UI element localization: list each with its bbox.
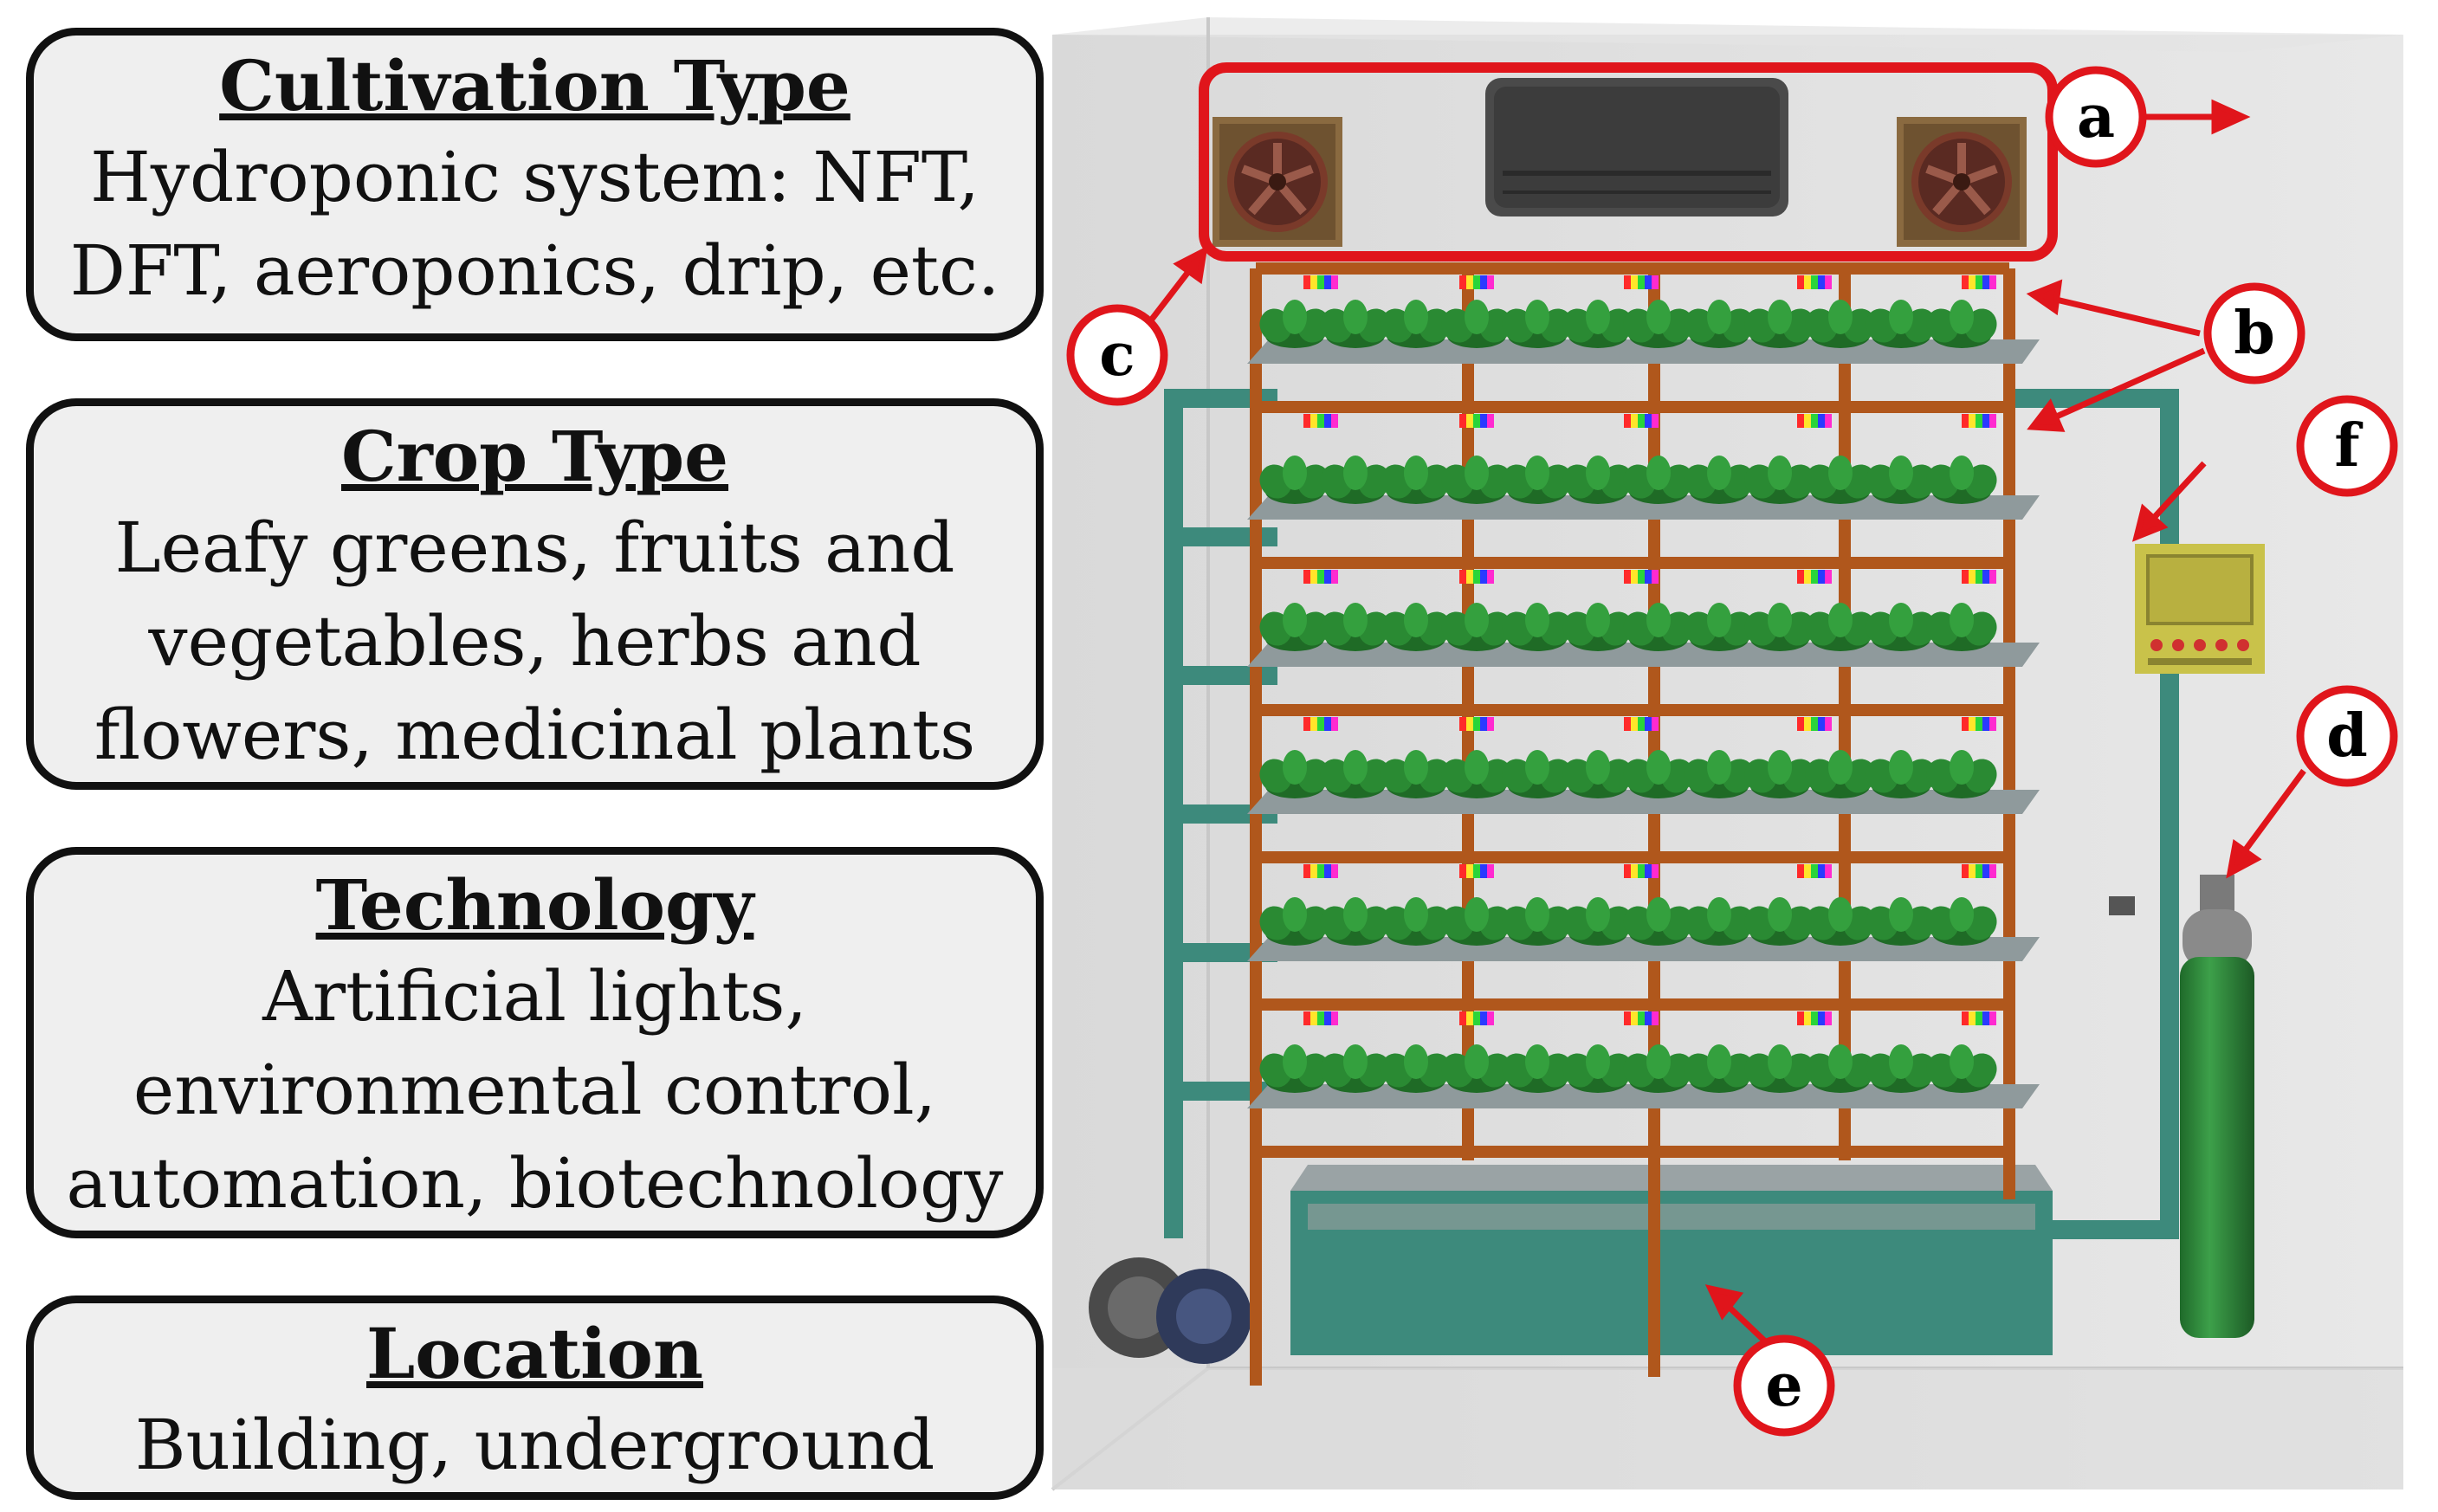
marker-f-label: f	[2334, 411, 2363, 481]
climate-control-unit	[1199, 62, 2058, 262]
marker-f: f	[2296, 395, 2398, 497]
cultivation-type-line-2: DFT, aeroponics, drip, etc.	[69, 230, 1000, 311]
led-light-icon	[1624, 570, 1659, 584]
location-title: Location	[365, 1313, 704, 1394]
cultivation-type-title: Cultivation Type	[219, 45, 850, 126]
led-light-icon	[1962, 1011, 1996, 1025]
crop-type-title: Crop Type	[340, 416, 729, 497]
location-box: Location Building, underground	[26, 1296, 1044, 1500]
co2-cylinder-icon	[2109, 875, 2254, 1338]
led-light-icon	[1303, 570, 1338, 584]
exhaust-fan-icon	[1897, 117, 2027, 247]
vertical-farm-illustration: a b c d e f	[1051, 17, 2403, 1491]
led-light-icon	[1962, 864, 1996, 878]
led-light-icon	[1459, 414, 1494, 428]
marker-a: a	[2045, 66, 2147, 168]
cultivation-type-box: Cultivation Type Hydroponic system: NFT,…	[26, 28, 1044, 341]
led-light-icon	[1459, 1011, 1494, 1025]
marker-e: e	[1733, 1334, 1835, 1437]
technology-line-1: Artificial lights,	[262, 956, 807, 1037]
led-light-icon	[1797, 414, 1832, 428]
marker-c: c	[1066, 304, 1168, 406]
led-light-icon	[1797, 1011, 1832, 1025]
led-light-icon	[1303, 717, 1338, 731]
crop-type-line-1: Leafy greens, fruits and	[114, 507, 955, 588]
technology-line-2: environmental control,	[133, 1050, 937, 1130]
cultivation-type-line-1: Hydroponic system: NFT,	[90, 137, 980, 217]
marker-b-label: b	[2234, 299, 2275, 368]
led-light-icon	[1962, 570, 1996, 584]
led-light-icon	[1303, 414, 1338, 428]
led-light-icon	[1962, 275, 1996, 289]
climate-unit-highlight	[1199, 62, 2058, 262]
led-light-icon	[1962, 717, 1996, 731]
led-light-icon	[1624, 414, 1659, 428]
led-light-icon	[1459, 275, 1494, 289]
crop-type-line-3: flowers, medicinal plants	[94, 695, 976, 775]
crop-type-line-2: vegetables, herbs and	[148, 601, 922, 682]
led-light-icon	[1459, 717, 1494, 731]
marker-a-label: a	[2077, 82, 2115, 152]
led-light-icon	[1624, 1011, 1659, 1025]
annotations: a b c d e f	[1066, 66, 2398, 1437]
led-light-icon	[1962, 414, 1996, 428]
led-light-icon	[1303, 275, 1338, 289]
water-pump-icon	[1089, 1257, 1251, 1364]
marker-e-label: e	[1765, 1351, 1802, 1420]
led-light-icon	[1624, 864, 1659, 878]
led-light-icon	[1797, 570, 1832, 584]
location-line-1: Building, underground	[134, 1405, 935, 1485]
nutrient-tank-icon	[1290, 1165, 2053, 1355]
marker-d-label: d	[2326, 701, 2368, 771]
led-light-icon	[1303, 1011, 1338, 1025]
growing-shelves	[1247, 275, 2040, 1108]
technology-title: Technology	[315, 864, 754, 946]
marker-d: d	[2296, 685, 2398, 787]
led-light-icon	[1624, 275, 1659, 289]
marker-c-label: c	[1099, 320, 1135, 390]
led-light-icon	[1459, 570, 1494, 584]
exhaust-fan-icon	[1213, 117, 1342, 247]
marker-b: b	[2203, 282, 2305, 384]
control-panel-icon	[2135, 544, 2265, 674]
led-light-icon	[1797, 864, 1832, 878]
led-light-icon	[1624, 717, 1659, 731]
technology-box: Technology Artificial lights, environmen…	[26, 847, 1044, 1238]
led-light-icon	[1459, 864, 1494, 878]
led-light-icon	[1797, 275, 1832, 289]
led-light-icon	[1303, 864, 1338, 878]
technology-line-3: automation, biotechnology	[66, 1143, 1004, 1224]
crop-type-box: Crop Type Leafy greens, fruits and veget…	[26, 398, 1044, 790]
led-light-icon	[1797, 717, 1832, 731]
air-conditioner-icon	[1485, 78, 1788, 216]
